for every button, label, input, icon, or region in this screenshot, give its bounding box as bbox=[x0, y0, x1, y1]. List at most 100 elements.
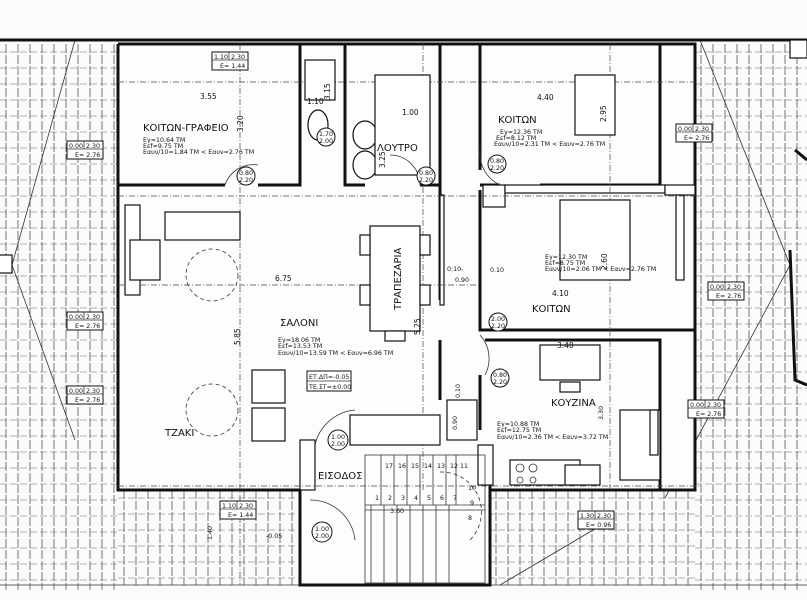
dim-text: 3.60 bbox=[390, 508, 404, 515]
window-height: 2.30 bbox=[86, 388, 100, 395]
door-tags: 1.702.00 0.802.20 0.802.20 0.802.20 2.00… bbox=[236, 127, 510, 543]
stair-step-number: 17 bbox=[385, 463, 393, 470]
area-text: Eγ=18.06 ΤΜ bbox=[278, 337, 320, 344]
dim-text: 0.90 bbox=[452, 416, 459, 430]
stair-step-number: 13 bbox=[437, 463, 445, 470]
door-tag-width: 0.80 bbox=[419, 170, 433, 177]
area-text: Eεf=8.75 ΤΜ bbox=[545, 260, 585, 267]
door-tag-width: 0.80 bbox=[490, 158, 504, 165]
room-labels: ΚΟΙΤΩΝ-ΓΡΑΦΕΙΟ Eγ=10.64 ΤΜ Eεf=9.75 ΤΜ E… bbox=[143, 115, 656, 482]
stair-step-number: 7 bbox=[453, 495, 457, 502]
dim-text: 5.85 bbox=[233, 328, 242, 345]
level-box: ΕΤ.ΔΠ=-0.05 ΤΕ.ΣΤ=±0.00 bbox=[306, 370, 352, 392]
dim-text: 1.00 bbox=[402, 108, 419, 117]
window-area: E= 2.76 bbox=[696, 411, 721, 418]
dim-text: 3.20 bbox=[236, 115, 245, 132]
door-swings bbox=[224, 149, 501, 541]
stair-step-number: 9 bbox=[470, 500, 474, 507]
door-tag-width: 1.00 bbox=[315, 526, 329, 533]
window-sill: 0.00 bbox=[69, 314, 83, 321]
area-text: Eεf=8.12 ΤΜ bbox=[496, 135, 536, 142]
window-sill: 1.30 bbox=[580, 513, 594, 520]
door-tag-height: 2.20 bbox=[490, 165, 504, 172]
window-sill: 1.10 bbox=[222, 503, 236, 510]
room-name-entrance: ΕΙΣΟΔΟΣ bbox=[318, 471, 363, 482]
dim-text: 4.10 bbox=[552, 289, 569, 298]
window-height: 2.30 bbox=[695, 126, 709, 133]
dim-text: 0:10- bbox=[447, 266, 463, 273]
window-height: 2.30 bbox=[597, 513, 611, 520]
door-tag-height: 2.20 bbox=[491, 323, 505, 330]
dim-text: 3.25 bbox=[378, 151, 387, 168]
dim-text: 4.40 bbox=[537, 93, 554, 102]
room-name-living: ΣΑΛΟΝΙ bbox=[280, 318, 318, 329]
area-text: Eεf=12.75 ΤΜ bbox=[497, 427, 541, 434]
terrace-tiling bbox=[0, 44, 807, 590]
dim-text: 3.40 bbox=[557, 341, 574, 350]
window-area: E= 2.76 bbox=[716, 293, 741, 300]
window-sill: 0.00 bbox=[69, 388, 83, 395]
stair-step-number: 4 bbox=[414, 495, 418, 502]
door-tag-width: 1.00 bbox=[331, 434, 345, 441]
dim-text: -0.05 bbox=[266, 533, 282, 540]
window-area: E= 2.76 bbox=[75, 397, 100, 404]
area-text: Eεf=9.75 ΤΜ bbox=[143, 143, 183, 150]
door-tag-width: 0.80 bbox=[239, 170, 253, 177]
dimension-labels: 3.55 3.20 1.10 3.15 1.00 3.25 4.40 2.95 … bbox=[200, 83, 609, 540]
stair-step-number: 15 bbox=[411, 463, 419, 470]
dim-text: 0.90 bbox=[455, 277, 469, 284]
window-area: E= 2.76 bbox=[75, 323, 100, 330]
dim-text: 3.55 bbox=[200, 92, 217, 101]
window-area: E= 1.44 bbox=[228, 512, 253, 519]
floor-level: ΕΤ.ΔΠ=-0.05 bbox=[309, 374, 349, 381]
window-area: E= 2.76 bbox=[684, 135, 709, 142]
window-height: 2.30 bbox=[239, 503, 253, 510]
room-name-bedroom1: ΚΟΙΤΩΝ bbox=[498, 115, 537, 126]
dim-text: 6.75 bbox=[275, 274, 292, 283]
dim-text: 3.30 bbox=[598, 406, 605, 420]
stair-step-number: 6 bbox=[440, 495, 444, 502]
stair-step-number: 5 bbox=[427, 495, 431, 502]
dim-text: 2.60 bbox=[600, 253, 609, 270]
area-text: Eεf=13.53 ΤΜ bbox=[278, 343, 322, 350]
dim-text: 5.25 bbox=[413, 318, 422, 335]
window-area: E= 1.44 bbox=[220, 63, 245, 70]
window-area: E= 0.96 bbox=[586, 522, 611, 529]
window-height: 2.30 bbox=[86, 143, 100, 150]
area-text: Eαυν/10=13.59 ΤΜ < Eαυν=6.96 ΤΜ bbox=[278, 350, 393, 357]
area-text: Eγ=10.88 ΤΜ bbox=[497, 421, 539, 428]
stair-step-number: 12 bbox=[450, 463, 458, 470]
area-text: Eγ=12.30 ΤΜ bbox=[545, 254, 587, 261]
room-name-bath: ΛΟΥΤΡΟ bbox=[377, 143, 418, 154]
room-name-dining: ΤΡΑΠΕΖΑΡΙΑ bbox=[393, 248, 404, 311]
window-height: 2.30 bbox=[86, 314, 100, 321]
window-area: E= 2.76 bbox=[75, 152, 100, 159]
door-tag-width: 1.70 bbox=[319, 131, 333, 138]
dim-text: 1.40 bbox=[207, 526, 214, 540]
dim-text: 2.95 bbox=[599, 105, 608, 122]
door-tag-height: 2.20 bbox=[239, 177, 253, 184]
stair-step-number: 3 bbox=[401, 495, 405, 502]
area-text: Eγ=12.36 ΤΜ bbox=[500, 129, 542, 136]
stair-step-number: 8 bbox=[468, 515, 472, 522]
stair-step-number: 11 bbox=[460, 463, 468, 470]
area-text: Eαυν/10=2.06 ΤΜ < Eαυν=2.76 ΤΜ bbox=[545, 266, 656, 273]
area-text: Eαυν/10=2.36 ΤΜ < Eαυν=3.72 ΤΜ bbox=[497, 434, 608, 441]
area-text: Eγ=10.64 ΤΜ bbox=[143, 137, 185, 144]
stair-step-number: 10 bbox=[468, 485, 476, 492]
area-text: Eαυν/10=2.31 ΤΜ < Eαυν=2.76 ΤΜ bbox=[494, 141, 605, 148]
dim-text: 0.10 bbox=[490, 267, 504, 274]
dim-text: 0.10 bbox=[455, 384, 462, 398]
stair-step-number: 16 bbox=[398, 463, 406, 470]
